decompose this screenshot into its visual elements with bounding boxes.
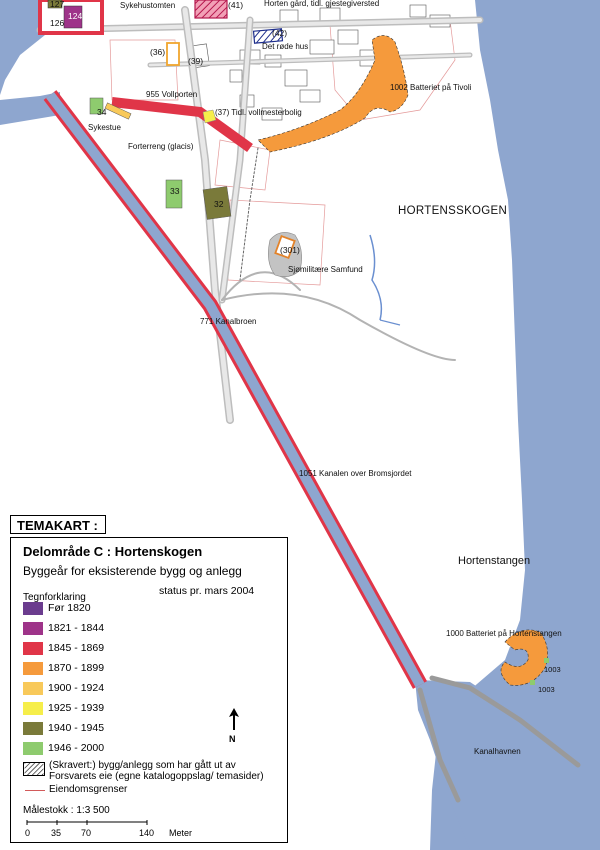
num-1003a: 1003 — [544, 665, 561, 674]
legend-subtitle: Byggeår for eksisterende bygg og anlegg — [23, 564, 242, 578]
label-kanalen: 1051 Kanalen over Bromsjordet — [299, 469, 412, 478]
stream — [369, 234, 383, 321]
pier — [417, 675, 581, 803]
num-32: 32 — [214, 199, 224, 209]
legend-swatch — [23, 681, 43, 695]
legend-item: 1940 - 1945 — [23, 720, 104, 736]
scale-unit: Meter — [169, 828, 192, 838]
batteriet-hortenstangen — [500, 629, 548, 686]
scale-label: Målestokk : 1:3 500 — [23, 805, 110, 816]
legend-item: Før 1820 — [23, 600, 91, 616]
num-42: (42) — [272, 28, 288, 38]
label-sjomilitaere: Sjømilitære Samfund — [288, 265, 363, 274]
legend-property-line-swatch — [25, 790, 45, 791]
label-kanalbroen: 771 Kanalbroen — [200, 317, 257, 326]
building-32 — [202, 186, 232, 220]
label-det-rode-hus: Det røde hus — [262, 42, 309, 51]
legend-item-label: 1821 - 1844 — [48, 622, 105, 634]
legend-tegnforklaring: Tegnforklaring — [23, 592, 86, 603]
label-sykestue: Sykestue — [88, 123, 121, 132]
building-42 — [252, 28, 284, 44]
num-301: (301) — [280, 245, 300, 255]
building-33 — [165, 179, 183, 209]
label-horten-gard: Horten gård, tidl. gjestegiversted — [264, 0, 380, 8]
label-sykehustomten: Sykehustomten — [120, 1, 176, 10]
vollporten-wall — [111, 97, 253, 153]
legend-item-label: 1940 - 1945 — [48, 722, 105, 734]
sykestue-bldg — [104, 102, 132, 120]
legend-property-line-label: Eiendomsgrenser — [49, 784, 128, 795]
legend-panel: Delområde C : Hortenskogen Byggeår for e… — [10, 537, 288, 843]
label-vollmesterbolig: (37) Tidl. vollmesterbolig — [215, 108, 302, 117]
legend-item: 1925 - 1939 — [23, 700, 104, 716]
legend-item: 1821 - 1844 — [23, 620, 104, 636]
num-1003b: 1003 — [538, 685, 555, 694]
label-kanalhavnen: Kanalhavnen — [474, 747, 521, 756]
building-124 — [63, 5, 83, 29]
label-vollporten: 955 Vollporten — [146, 90, 198, 99]
num-126: 126 — [50, 18, 65, 28]
label-hortensskogen: HORTENSSKOGEN — [398, 205, 508, 217]
legend-item-label: 1845 - 1869 — [48, 642, 105, 654]
building-41 — [194, 0, 228, 19]
num-124: 124 — [68, 11, 83, 21]
roads — [36, 6, 484, 424]
legend-swatch — [23, 721, 43, 735]
legend-swatch — [23, 601, 43, 615]
label-forterreng: Forterreng (glacis) — [128, 142, 194, 151]
legend-swatch — [23, 641, 43, 655]
num-34: 34 — [97, 107, 107, 117]
num-127: 127 — [50, 0, 65, 9]
legend-title: Delområde C : Hortenskogen — [23, 544, 203, 559]
stream-branch — [379, 319, 401, 326]
num-39: (39) — [188, 56, 204, 66]
legend-hatch-swatch — [23, 762, 45, 776]
scale-tick: 140 — [139, 828, 154, 838]
label-batteriet-hortenstangen: 1000 Batteriet på Hortenstangen — [446, 629, 562, 638]
building-127 — [47, 0, 63, 9]
building-34 — [89, 97, 104, 115]
scale-tick: 35 — [51, 828, 61, 838]
building-1003b — [530, 680, 535, 685]
scale-tick: 70 — [81, 828, 91, 838]
legend-swatch — [23, 701, 43, 715]
legend-item-label: 1946 - 2000 — [48, 742, 105, 754]
building-1003a — [544, 658, 549, 663]
legend-item-label: 1925 - 1939 — [48, 702, 105, 714]
north-label: N — [229, 734, 236, 744]
legend-swatch — [23, 661, 43, 675]
scale-tick: 0 — [25, 828, 30, 838]
legend-hatch-text: (Skravert:) bygg/anlegg som har gått ut … — [49, 760, 264, 782]
legend-item: 1900 - 1924 — [23, 680, 104, 696]
label-hortenstangen: Hortenstangen — [458, 555, 531, 567]
label-batteriet-tivoli: 1002 Batteriet på Tivoli — [390, 83, 472, 92]
canal — [43, 90, 428, 689]
building-36 — [166, 42, 180, 66]
legend-item: 1845 - 1869 — [23, 640, 104, 656]
building-37 — [202, 109, 217, 124]
batteriet-tivoli — [257, 35, 409, 153]
north-arrow-icon — [229, 708, 239, 730]
building-301 — [274, 234, 296, 260]
property-lines — [109, 19, 456, 286]
legend-item-label: 1900 - 1924 — [48, 682, 105, 694]
legend-swatch — [23, 621, 43, 635]
legend-item-label: Før 1820 — [48, 602, 91, 614]
temakart-label: TEMAKART : — [10, 515, 106, 534]
legend-swatch — [23, 741, 43, 755]
legend-item-label: 1870 - 1899 — [48, 662, 105, 674]
scale-bar: 0 35 70 140 Meter — [25, 820, 192, 838]
legend-item: 1870 - 1899 — [23, 660, 104, 676]
num-36: (36) — [150, 47, 166, 57]
legend-item: 1946 - 2000 — [23, 740, 104, 756]
num-41: (41) — [228, 0, 244, 10]
legend-status: status pr. mars 2004 — [159, 585, 255, 597]
num-33: 33 — [170, 186, 180, 196]
